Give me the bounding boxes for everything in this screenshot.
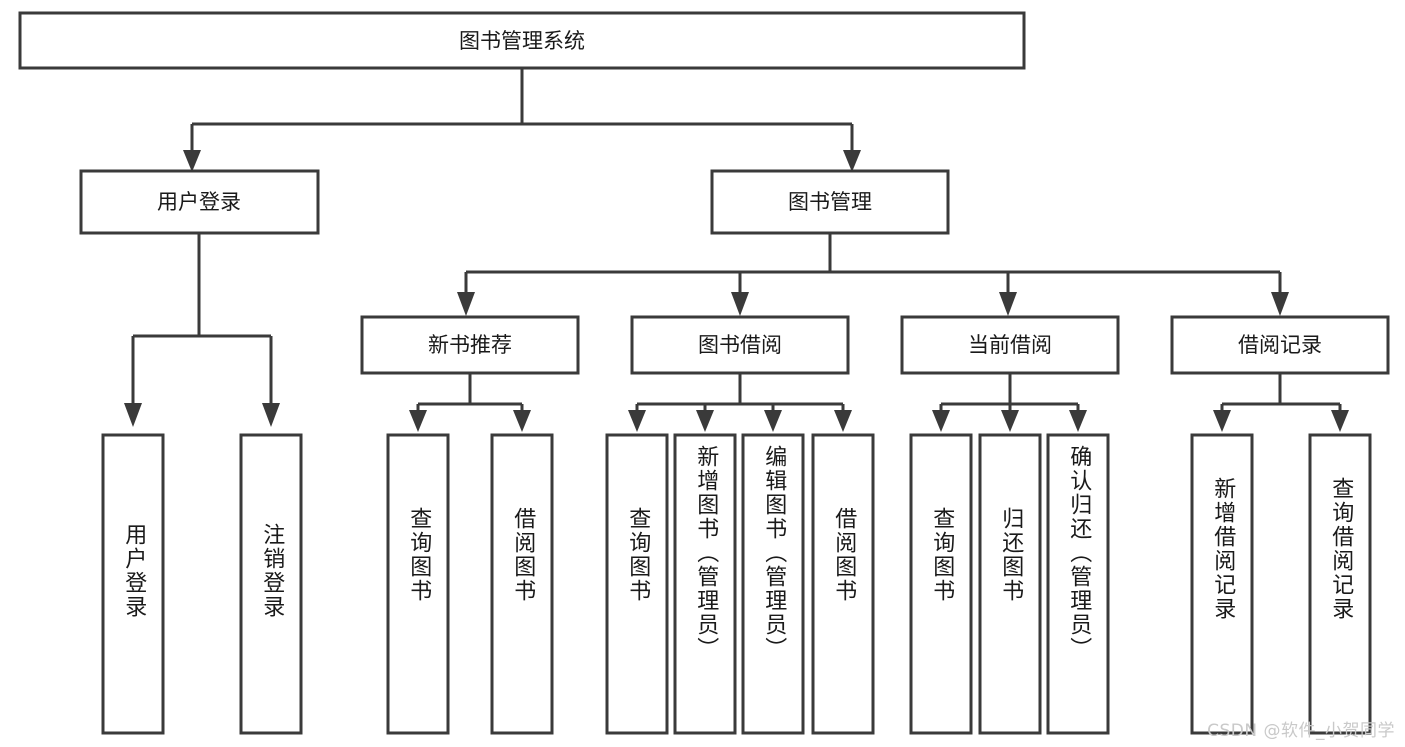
connector-bookmgmt-to-level2 [457,233,1289,316]
node-level1-book-management-label: 图书管理 [788,190,872,214]
node-leaf-query-book-current[interactable] [909,433,973,735]
node-level2-book-borrow-label: 图书借阅 [698,333,782,357]
node-level2-borrow-records-label: 借阅记录 [1238,333,1322,357]
connector-current-to-leaves [932,373,1087,432]
node-level2-new-book-recommend[interactable]: 新书推荐 [360,315,580,375]
node-leaf-query-book-new[interactable] [386,433,450,735]
node-leaf-return-book[interactable] [978,433,1042,735]
node-leaf-query-borrow-record[interactable] [1308,433,1372,735]
node-root-label: 图书管理系统 [459,29,585,53]
node-root[interactable]: 图书管理系统 [18,11,1026,70]
node-leaf-add-book-admin[interactable] [673,433,737,735]
node-level2-borrow-records[interactable]: 借阅记录 [1170,315,1390,375]
node-level1-user-login[interactable]: 用户登录 [79,169,320,235]
watermark-text: CSDN @软件_小贺同学 [1207,721,1395,741]
node-leaf-confirm-return-admin[interactable] [1046,433,1110,735]
connector-records-to-leaves [1213,373,1349,432]
node-level1-user-login-label: 用户登录 [157,190,241,214]
node-leaf-logout[interactable] [239,433,303,735]
node-leaf-user-login[interactable] [101,433,165,735]
node-level2-current-borrow[interactable]: 当前借阅 [900,315,1120,375]
node-level2-current-borrow-label: 当前借阅 [968,333,1052,357]
node-leaf-query-book-borrow[interactable] [605,433,669,735]
connector-root-to-level1 [183,68,861,172]
node-leaf-add-borrow-record[interactable] [1190,433,1254,735]
node-leaf-borrow-book[interactable] [811,433,875,735]
node-leaf-edit-book-admin[interactable] [741,433,805,735]
connector-borrow-to-leaves [628,373,852,432]
connector-userlogin-to-leaves [124,233,280,427]
node-level2-book-borrow[interactable]: 图书借阅 [630,315,850,375]
node-leaf-borrow-book-new[interactable] [490,433,554,735]
node-level1-book-management[interactable]: 图书管理 [710,169,950,235]
node-level2-new-book-recommend-label: 新书推荐 [428,333,512,357]
connector-newbook-to-leaves [409,373,531,432]
